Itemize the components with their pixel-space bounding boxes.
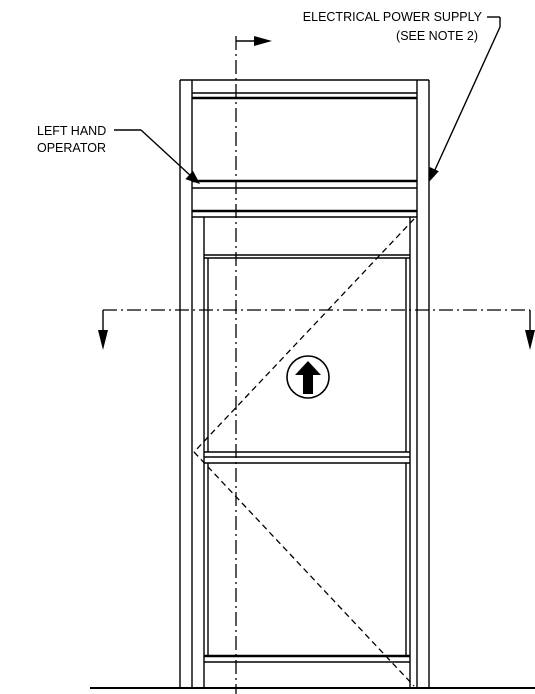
lower-glass-panel xyxy=(207,463,407,656)
arrow-icon xyxy=(429,167,439,182)
traffic-direction-arrow-icon xyxy=(286,355,330,399)
vertical-centerline xyxy=(235,36,258,694)
arrow-icon xyxy=(525,330,535,350)
upper-glass-panel xyxy=(204,258,410,453)
arrow-icon xyxy=(254,36,272,46)
right-jamb xyxy=(416,80,430,688)
operator-label-line2: OPERATOR xyxy=(37,141,106,155)
arrow-icon xyxy=(98,330,108,350)
operator-label: LEFT HAND xyxy=(37,124,106,138)
operator-header xyxy=(192,92,417,189)
transom-bar xyxy=(192,209,417,218)
power-supply-leader xyxy=(433,16,501,173)
arrow-icon xyxy=(185,170,200,184)
mid-rail xyxy=(204,456,410,464)
power-supply-note: (SEE NOTE 2) xyxy=(396,29,478,43)
power-supply-label: ELECTRICAL POWER SUPPLY xyxy=(303,10,483,24)
swing-lines xyxy=(193,218,415,687)
operator-leader xyxy=(114,129,193,178)
